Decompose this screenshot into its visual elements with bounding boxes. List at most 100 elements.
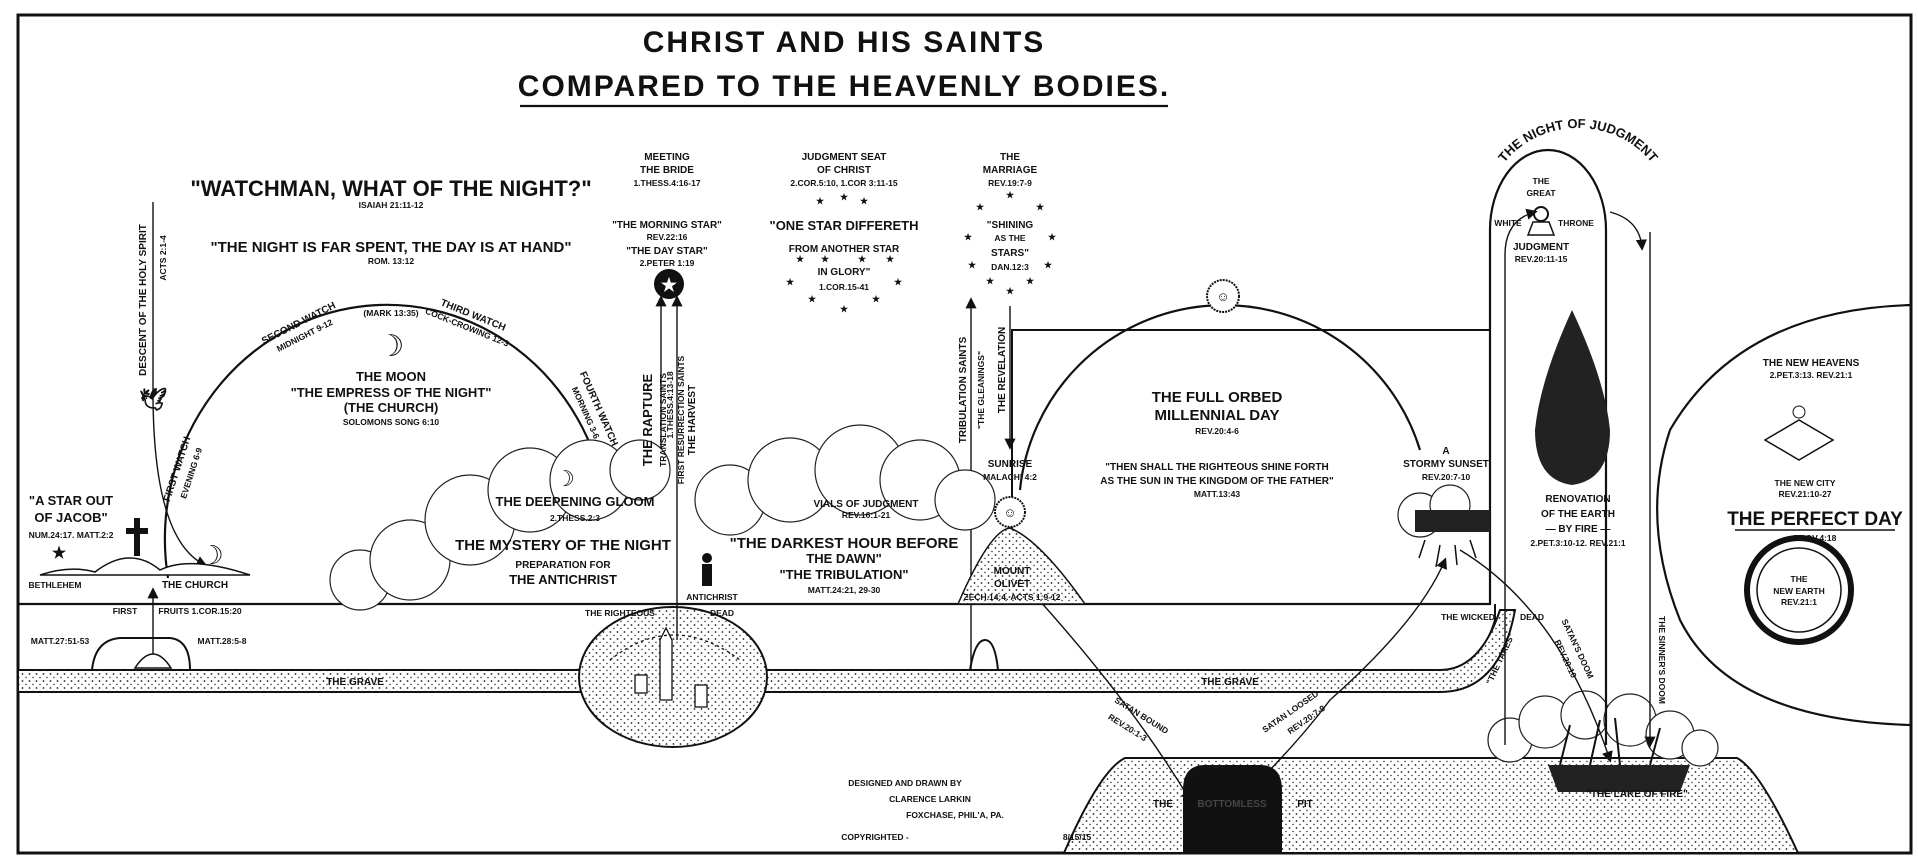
svg-text:★: ★: [894, 277, 903, 287]
righteous-shine-ref: MATT.13:43: [1194, 489, 1240, 499]
one-star-ref: 1.COR.15-41: [819, 282, 869, 292]
renovation-3: — BY FIRE —: [1546, 524, 1611, 535]
new-earth-2: NEW EARTH: [1773, 586, 1824, 596]
night-watch-arc: [163, 303, 608, 579]
bride-ref: 1.THESS.4:16-17: [633, 178, 700, 188]
pit-bottomless-label: BOTTOMLESS: [1197, 799, 1267, 810]
satans-doom-arrow: [1459, 549, 1613, 763]
night-of-judgment-label: THE NIGHT OF JUDGMENT: [1495, 116, 1661, 165]
judgment-seat-ref: 2.COR.5:10, 1.COR 3:11-15: [790, 178, 898, 188]
millennial-day-arc: [1018, 304, 1422, 491]
perfect-day-title: THE PERFECT DAY: [1727, 509, 1903, 530]
svg-text:★: ★: [858, 254, 867, 264]
copyright-date: 8/15/15: [1063, 832, 1092, 842]
svg-text:★: ★: [1048, 232, 1057, 242]
svg-text:★: ★: [816, 196, 825, 206]
new-city: THE NEW CITY: [1775, 478, 1836, 488]
new-heavens: THE NEW HEAVENS: [1763, 358, 1860, 369]
author-name: CLARENCE LARKIN: [889, 794, 971, 804]
satan-bound-arrow: [1029, 589, 1192, 803]
svg-text:(THE CHURCH): (THE CHURCH): [344, 400, 439, 415]
svg-text:★: ★: [840, 192, 849, 202]
meeting-label: MEETING: [644, 152, 690, 163]
svg-text:★: ★: [786, 277, 795, 287]
satan-loosed-arrow: [1259, 557, 1447, 781]
judgment-seat-label: JUDGMENT SEAT: [802, 152, 887, 163]
new-city-ref: REV.21:10-27: [1778, 489, 1831, 499]
renovation-fire-icon: [1535, 310, 1610, 485]
the-gleanings: "THE GLEANINGS": [976, 351, 986, 429]
dove-icon: 🕊: [139, 387, 167, 412]
fruits-label: FRUITS 1.COR.15:20: [158, 606, 241, 616]
mount-label: MOUNT: [994, 566, 1031, 577]
svg-text:★: ★: [968, 260, 977, 270]
calvary-hill: [39, 557, 251, 576]
a-label: A: [1442, 446, 1449, 457]
svg-text:☺: ☺: [1003, 505, 1016, 520]
sinners-doom-label: THE SINNER'S DOOM: [1657, 616, 1667, 704]
marriage-ref: REV.19:7-9: [988, 178, 1032, 188]
shining-2: AS THE: [994, 233, 1026, 243]
svg-text:★: ★: [976, 202, 985, 212]
lake-of-fire-pit: [1548, 765, 1690, 792]
perfect-day-ref: PROV.4:18: [1794, 533, 1837, 543]
star-of-bethlehem-icon: ★: [52, 545, 67, 562]
pit-label: PIT: [1297, 799, 1313, 810]
righteous-dead-label: DEAD: [710, 608, 734, 618]
descent-label: DESCENT OF THE HOLY SPIRIT: [138, 224, 149, 376]
title-line-1: CHRIST AND HIS SAINTS: [643, 26, 1046, 59]
sunrise-sun-icon: ☺: [994, 496, 1026, 528]
mystery-of-night: THE MYSTERY OF THE NIGHT: [455, 537, 671, 554]
vials-ref: REV.16:1-21: [842, 510, 891, 520]
watchman-title: "WATCHMAN, WHAT OF THE NIGHT?": [190, 176, 591, 201]
morning-star-ref: REV.22:16: [647, 232, 688, 242]
the-tribulation: "THE TRIBULATION": [779, 567, 908, 582]
crescent-moon-icon: ☽: [555, 466, 575, 491]
sunrise-label: SUNRISE: [988, 459, 1033, 470]
designed-by: DESIGNED AND DRAWN BY: [848, 778, 962, 788]
svg-text:★: ★: [1036, 202, 1045, 212]
translation-saints: TRANSLATION SAINTS: [658, 373, 668, 467]
the-great-2: GREAT: [1526, 188, 1556, 198]
judgment-ref: REV.20:11-15: [1515, 254, 1568, 264]
judgment-label: JUDGMENT: [1513, 242, 1569, 253]
wicked-label: THE WICKED: [1441, 612, 1495, 622]
the-label: THE: [1000, 152, 1020, 163]
renovation-ref: 2.PET.3:10-12. REV.21:1: [1530, 538, 1625, 548]
svg-text:☺: ☺: [1216, 289, 1229, 304]
morning-star-icon: ★: [654, 269, 684, 299]
shining-1: "SHINING: [987, 220, 1034, 231]
millennial-day-label: MILLENNIAL DAY: [1154, 407, 1279, 424]
the-harvest: THE HARVEST: [687, 385, 698, 455]
the-dawn: THE DAWN": [806, 551, 882, 566]
svg-text:OF JACOB": OF JACOB": [34, 510, 107, 525]
svg-text:"A STAR OUT: "A STAR OUT: [29, 493, 113, 508]
morning-star-quote: "THE MORNING STAR": [612, 220, 722, 231]
sun-icon: ☺: [1206, 279, 1240, 313]
night-far-spent-quote: "THE NIGHT IS FAR SPENT, THE DAY IS AT H…: [211, 239, 572, 256]
one-star-quote-3: IN GLORY": [818, 267, 871, 278]
pit-the-label: THE: [1153, 799, 1173, 810]
svg-text:NUM.24:17. MATT.2:2: NUM.24:17. MATT.2:2: [29, 530, 114, 540]
rom-ref: ROM. 13:12: [368, 256, 415, 266]
svg-text:★: ★: [860, 196, 869, 206]
night-of-judgment-arch: [1488, 148, 1608, 745]
throne-label: THRONE: [1558, 218, 1594, 228]
renovation-2: OF THE EARTH: [1541, 509, 1615, 520]
svg-text:★: ★: [886, 254, 895, 264]
day-star-ref: 2.PETER 1:19: [640, 258, 695, 268]
tribulation-saints: TRIBULATION SAINTS: [958, 336, 969, 443]
deepening-gloom-clouds: [329, 439, 671, 611]
svg-text:★: ★: [840, 304, 849, 314]
renovation-1: RENOVATION: [1545, 494, 1610, 505]
tribulation-ref: MATT.24:21, 29-30: [808, 585, 881, 595]
new-earth-ref: REV.21:1: [1781, 597, 1817, 607]
svg-text:★: ★: [872, 294, 881, 304]
day-star-quote: "THE DAY STAR": [626, 246, 708, 257]
svg-text:SOLOMONS SONG 6:10: SOLOMONS SONG 6:10: [343, 417, 440, 427]
olivet-ref: ZECH.14:4. ACTS 1:9-12: [964, 592, 1061, 602]
wicked-dead-label: DEAD: [1520, 612, 1544, 622]
first-resurrection-saints: FIRST RESURRECTION SAINTS: [676, 355, 686, 484]
svg-text:★: ★: [796, 254, 805, 264]
one-star-quote-1: "ONE STAR DIFFERETH: [770, 218, 919, 233]
